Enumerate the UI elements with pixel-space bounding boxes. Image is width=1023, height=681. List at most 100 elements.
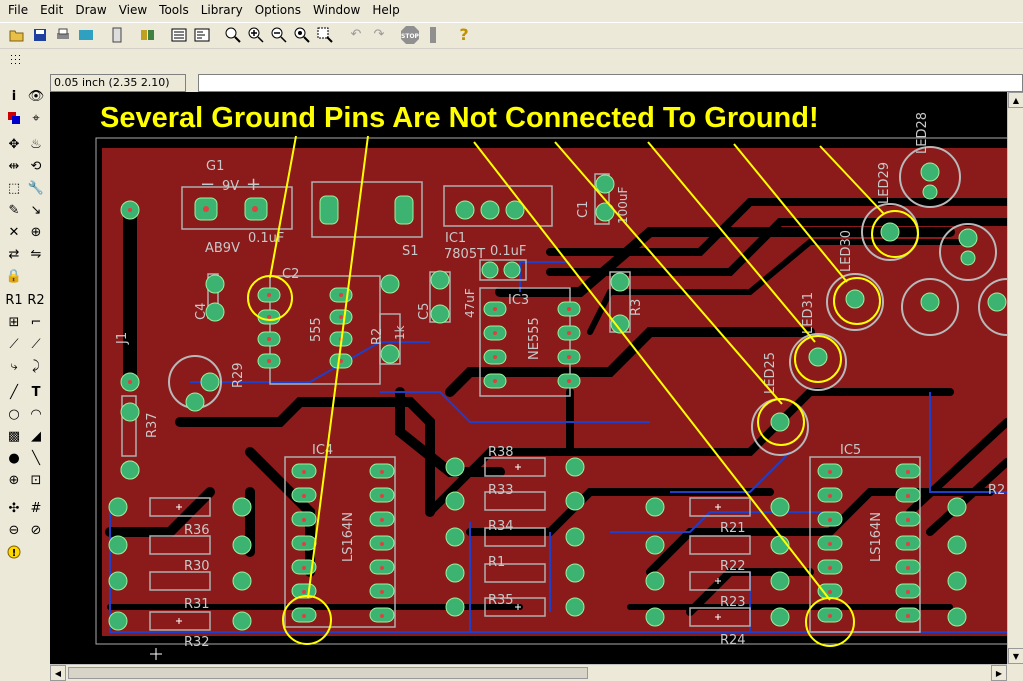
ripup-icon[interactable]: ⤸	[32, 358, 40, 374]
zoom-out-icon[interactable]	[268, 24, 290, 46]
attribute-icon[interactable]: ⊡	[30, 472, 42, 488]
via-icon[interactable]: ●	[8, 450, 20, 466]
zoom-fit-icon[interactable]	[222, 24, 244, 46]
cam-icon[interactable]	[75, 24, 97, 46]
delete-icon[interactable]: ↘	[30, 202, 42, 218]
vertical-scrollbar[interactable]: ▲ ▼	[1007, 92, 1023, 664]
menu-library[interactable]: Library	[200, 3, 243, 17]
show-icon[interactable]: 👁	[27, 88, 45, 104]
coordinate-display: 0.05 inch (2.35 2.10)	[50, 74, 186, 92]
label-r36: R36	[184, 523, 210, 538]
menu-edit[interactable]: Edit	[40, 3, 64, 17]
parameter-toolbar	[0, 48, 1023, 72]
polygon-icon[interactable]: ◢	[31, 428, 41, 444]
change-icon[interactable]: 🔧	[27, 180, 45, 196]
menu-file[interactable]: File	[8, 3, 29, 17]
menu-help[interactable]: Help	[372, 3, 400, 17]
signal-icon[interactable]: ╲	[32, 450, 40, 466]
errors-icon[interactable]: !	[4, 542, 24, 562]
redo-icon[interactable]: ↷	[373, 27, 385, 42]
zoom-redraw-icon[interactable]	[291, 24, 313, 46]
scroll-left-arrow[interactable]: ◀	[50, 665, 66, 681]
ratsnest-icon[interactable]: ✣	[8, 500, 20, 516]
script-icon[interactable]	[168, 24, 190, 46]
board-canvas[interactable]: G1 9V − + AB9V 0.1uF S1 IC1 7805T 0.1uF …	[50, 92, 1007, 664]
rect-icon[interactable]: ▩	[7, 428, 21, 444]
label-c4: C4	[194, 303, 209, 320]
circle-icon[interactable]: ○	[8, 406, 20, 422]
zoom-select-icon[interactable]	[314, 24, 336, 46]
command-input[interactable]	[198, 74, 1023, 92]
drc-icon[interactable]: ⊘	[30, 522, 42, 538]
add-icon[interactable]: ⊕	[30, 224, 42, 240]
mirror-icon[interactable]: ⇹	[8, 158, 20, 174]
label-r31: R31	[184, 597, 210, 612]
label-r30: R30	[184, 559, 210, 574]
label-ic1: IC1	[445, 231, 466, 246]
lock-icon[interactable]: 🔒	[5, 268, 23, 284]
label-r2x: R2	[988, 483, 1005, 498]
scroll-down-arrow[interactable]: ▼	[1008, 648, 1023, 664]
label-led29: LED29	[877, 162, 892, 204]
command-palette: i 👁 ⌖ ✥ ♨ ⇹ ⟲ ⬚ 🔧 ✎ ↘ ✕ ⊕ ⇄ ⇋ 🔒 R1 R2 ⊞ …	[0, 74, 50, 681]
silkscreen-outlines	[121, 173, 921, 633]
stop-icon[interactable]: STOP	[399, 24, 421, 46]
cut-icon[interactable]: ✕	[8, 224, 20, 240]
arc-icon[interactable]: ◠	[30, 406, 42, 422]
mark-icon[interactable]: ⌖	[32, 110, 40, 126]
miter-icon[interactable]: ⌐	[30, 314, 42, 330]
wire-icon[interactable]: ╱	[10, 384, 18, 400]
run-icon[interactable]	[191, 24, 213, 46]
label-9v: 9V	[222, 179, 239, 194]
label-r23: R23	[720, 595, 746, 610]
display-icon[interactable]	[4, 108, 24, 128]
split-icon[interactable]: ⟋	[9, 336, 19, 352]
text-icon[interactable]: T	[31, 384, 41, 400]
group-icon[interactable]: ⬚	[7, 180, 21, 196]
label-minus: −	[200, 174, 215, 195]
scroll-up-arrow[interactable]: ▲	[1008, 92, 1023, 108]
label-c5: C5	[417, 303, 432, 320]
save-icon[interactable]	[29, 24, 51, 46]
pinswap-icon[interactable]: ⇋	[30, 246, 42, 262]
route-icon[interactable]: ⤷	[10, 358, 18, 374]
menu-options[interactable]: Options	[254, 3, 302, 17]
label-ic3: IC3	[508, 293, 529, 308]
scroll-right-arrow[interactable]: ▶	[991, 665, 1007, 681]
label-r1: R1	[488, 555, 505, 570]
library-icon[interactable]	[137, 24, 159, 46]
erc-icon[interactable]: ⊖	[8, 522, 20, 538]
horizontal-scrollbar[interactable]: ◀ ▶	[50, 664, 1007, 681]
horizontal-scroll-thumb[interactable]	[68, 667, 588, 679]
grid-icon[interactable]	[6, 50, 28, 72]
help-icon[interactable]: ?	[459, 25, 469, 44]
menu-tools[interactable]: Tools	[159, 3, 189, 17]
info-icon[interactable]: i	[11, 88, 17, 104]
value-icon[interactable]: R2	[27, 292, 45, 308]
open-icon[interactable]	[6, 24, 28, 46]
annotation-pointers	[247, 135, 919, 647]
label-ls164n-b: LS164N	[869, 512, 884, 562]
autorouter-icon[interactable]: #	[30, 500, 42, 516]
replace-icon[interactable]: ⇄	[8, 246, 20, 262]
optimize-icon[interactable]: ⟋	[31, 336, 41, 352]
paste-icon[interactable]: ✎	[8, 202, 20, 218]
label-r2: R2	[370, 328, 385, 345]
hole-icon[interactable]: ⊕	[8, 472, 20, 488]
zoom-in-icon[interactable]	[245, 24, 267, 46]
label-led25: LED25	[763, 352, 778, 394]
rotate-icon[interactable]: ⟲	[30, 158, 42, 174]
undo-icon[interactable]: ↶	[350, 27, 362, 42]
label-plus: +	[246, 174, 261, 195]
move-icon[interactable]: ✥	[8, 136, 20, 152]
menu-draw[interactable]: Draw	[75, 3, 107, 17]
menu-window[interactable]: Window	[313, 3, 361, 17]
menu-view[interactable]: View	[118, 3, 148, 17]
go-icon[interactable]	[422, 24, 444, 46]
copy-icon[interactable]: ♨	[30, 136, 42, 152]
board-icon[interactable]	[106, 24, 128, 46]
smash-icon[interactable]: ⊞	[8, 314, 20, 330]
name-icon[interactable]: R1	[5, 292, 23, 308]
print-icon[interactable]	[52, 24, 74, 46]
